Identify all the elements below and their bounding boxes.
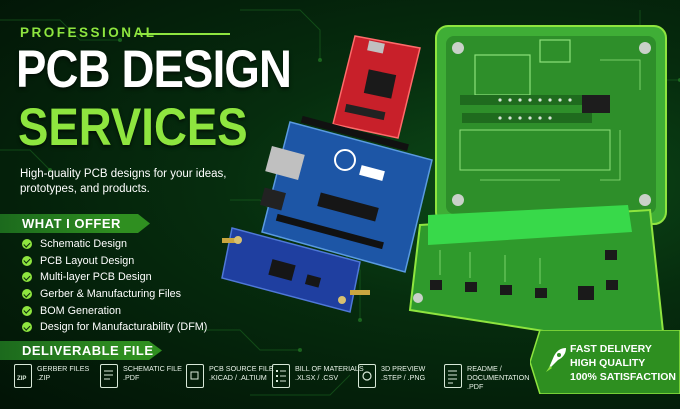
list-item: Multi-layer PCB Design [22,269,207,286]
list-item: BOM Generation [22,302,207,319]
badge-text: FAST DELIVERY HIGH QUALITY 100% SATISFAC… [570,342,676,384]
list-item: Gerber & Manufacturing Files [22,286,207,303]
tagline: High-quality PCB designs for your ideas,… [20,168,227,195]
deliverable-format: .STEP / .PNG [381,373,426,382]
offer-item-label: Schematic Design [40,238,128,251]
offer-item-label: Gerber & Manufacturing Files [40,288,182,301]
badge-line-3: 100% SATISFACTION [570,371,676,383]
arduino-uno-board [260,115,433,273]
deliverable-format: .XLSX / .CSV [295,373,339,382]
eyebrow-label: PROFESSIONAL [20,25,157,40]
offer-heading: WHAT I OFFER [22,216,121,231]
bill-of-materials-icon [272,364,290,388]
title-line-2: SERVICES [18,98,248,157]
deliverable-format: .PDF [123,373,140,382]
deliverable-item: PCB SOURCE FILE .KICAD / .ALTIUM [186,364,274,391]
offer-item-label: PCB Layout Design [40,254,135,267]
blue-module-pcb [221,227,370,313]
check-icon [22,322,32,333]
badge-line-2: HIGH QUALITY [570,357,646,369]
badge-line-1: FAST DELIVERY [570,343,652,355]
deliverable-name: README / [467,364,502,373]
deliverable-format: .KICAD / .ALTIUM [209,373,267,382]
eyebrow-underline [138,33,230,35]
check-icon [22,289,32,300]
offer-list: Schematic Design PCB Layout Design Multi… [22,236,207,336]
offer-item-label: Multi-layer PCB Design [40,271,152,284]
deliverable-item: SCHEMATIC FILE .PDF [100,364,186,391]
deliverable-name: 3D PREVIEW [381,364,426,373]
pcb-source-file-icon [186,364,204,388]
delivery-badge [530,330,680,394]
offer-heading-banner: WHAT I OFFER [0,214,150,233]
deliverables-heading: DELIVERABLE FILE [22,343,154,358]
deliverable-format: .ZIP [37,373,51,382]
check-icon [22,305,32,316]
deliverable-format: .PDF [467,382,484,391]
deliverables-row: ZIP GERBER FILES .ZIP SCHEMATIC FILE .PD… [14,364,530,391]
check-icon [22,272,32,283]
deliverable-name: SCHEMATIC FILE [123,364,182,373]
rocket-icon [546,348,566,372]
red-usb-pcb [332,35,421,139]
deliverable-item: 3D PREVIEW .STEP / .PNG [358,364,444,391]
zip-file-icon: ZIP [14,364,32,388]
list-item: Design for Manufacturability (DFM) [22,319,207,336]
deliverable-name: PCB SOURCE FILE [209,364,274,373]
svg-text:ZIP: ZIP [17,376,26,382]
deliverable-name-cont: DOCUMENTATION [467,373,530,382]
readme-document-icon [444,364,462,388]
deliverable-item: ZIP GERBER FILES .ZIP [14,364,100,391]
title-line-1: PCB DESIGN [16,40,292,99]
deliverable-name: GERBER FILES [37,364,90,373]
deliverables-heading-banner: DELIVERABLE FILE [0,341,162,360]
check-icon [22,255,32,266]
offer-item-label: Design for Manufacturability (DFM) [40,321,208,334]
deliverable-item: BILL OF MATERIALS .XLSX / .CSV [272,364,364,391]
deliverable-item: README / DOCUMENTATION .PDF [444,364,530,391]
3d-preview-icon [358,364,376,388]
offer-item-label: BOM Generation [40,304,122,317]
check-icon [22,239,32,250]
list-item: PCB Layout Design [22,253,207,270]
terminal-block-pcb [408,205,667,352]
list-item: Schematic Design [22,236,207,253]
schematic-file-icon [100,364,118,388]
green-pcb-board [435,25,667,225]
deliverable-name: BILL OF MATERIALS [295,364,364,373]
